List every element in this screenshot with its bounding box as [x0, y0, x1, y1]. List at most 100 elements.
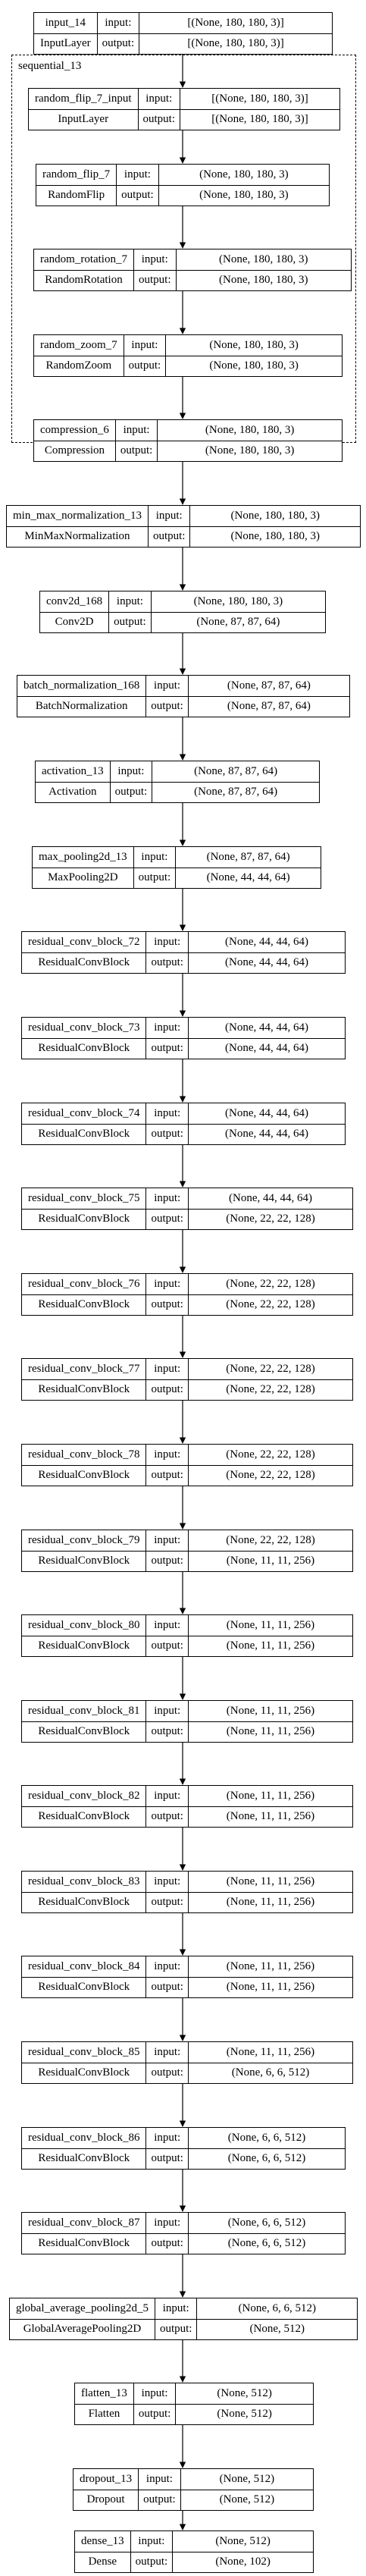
io-label-column: input:output:: [146, 1872, 189, 1912]
layer-class: Activation: [48, 786, 97, 799]
shape-column: (None, 44, 44, 64)(None, 22, 22, 128): [188, 1188, 352, 1229]
shape-column: (None, 87, 87, 64)(None, 44, 44, 64): [176, 847, 321, 888]
layer-class: ResidualConvBlock: [38, 1128, 130, 1141]
input-label: input:: [146, 1701, 188, 1722]
input-shape: (None, 6, 6, 512): [188, 2213, 345, 2234]
input-shape: [(None, 180, 180, 3)]: [180, 89, 339, 110]
layer-name: random_rotation_7: [34, 249, 133, 271]
input-label: input:: [146, 1530, 188, 1552]
io-label-column: input:output:: [146, 2042, 189, 2083]
shape-column: (None, 22, 22, 128)(None, 22, 22, 128): [188, 1274, 352, 1315]
output-shape: (None, 512): [217, 2408, 272, 2421]
layer-class: RandomFlip: [48, 189, 105, 202]
io-label-column: input:output:: [146, 1274, 189, 1315]
layer-class: BatchNormalization: [35, 700, 128, 713]
shape-column: (None, 11, 11, 256)(None, 11, 11, 256): [188, 1786, 352, 1827]
input-label: input:: [146, 1274, 188, 1295]
input-label: input:: [146, 1615, 188, 1636]
shape-column: (None, 180, 180, 3)(None, 180, 180, 3): [190, 506, 360, 547]
input-shape: (None, 180, 180, 3): [176, 249, 351, 271]
layer-name: residual_conv_block_83: [22, 1872, 146, 1893]
input-label: input:: [155, 2298, 197, 2320]
output-label: output:: [128, 359, 161, 372]
layer-class: ResidualConvBlock: [38, 1555, 130, 1567]
shape-column: (None, 22, 22, 128)(None, 22, 22, 128): [188, 1359, 352, 1400]
input-shape: (None, 44, 44, 64): [188, 1018, 345, 1039]
input-label: input:: [110, 761, 152, 783]
output-shape: (None, 44, 44, 64): [225, 1042, 308, 1055]
output-shape: (None, 44, 44, 64): [225, 956, 308, 969]
output-shape: [(None, 180, 180, 3)]: [211, 113, 308, 126]
layer-name: conv2d_168: [40, 591, 109, 613]
output-label: output:: [151, 1469, 183, 1482]
io-label-column: input:output:: [146, 1359, 189, 1400]
io-label-column: input:output:: [146, 1530, 189, 1571]
layer-name: residual_conv_block_76: [22, 1274, 146, 1295]
input-shape: (None, 22, 22, 128): [188, 1530, 352, 1552]
io-label-column: input:output:: [133, 2383, 177, 2424]
layer-class: Flatten: [88, 2408, 120, 2421]
io-label-column: input:output:: [146, 1103, 189, 1144]
output-label: output:: [151, 2152, 183, 2165]
output-label: output:: [151, 1725, 183, 1738]
layer-class: InputLayer: [58, 113, 109, 126]
output-label: output:: [152, 530, 186, 543]
layer-class: ResidualConvBlock: [38, 1810, 130, 1823]
layer-class: ResidualConvBlock: [38, 1981, 130, 1994]
output-shape: (None, 180, 180, 3): [219, 274, 308, 287]
input-label: input:: [124, 335, 166, 356]
layer-name: residual_conv_block_86: [22, 2128, 146, 2149]
input-shape: (None, 11, 11, 256): [188, 1956, 352, 1978]
shape-column: (None, 6, 6, 512)(None, 6, 6, 512): [188, 2213, 345, 2254]
shape-column: (None, 87, 87, 64)(None, 87, 87, 64): [152, 761, 319, 802]
output-label: output:: [102, 37, 135, 50]
input-label: input:: [139, 2469, 180, 2490]
input-label: input:: [148, 506, 190, 527]
layer-name: residual_conv_block_81: [22, 1701, 146, 1722]
output-shape: (None, 22, 22, 128): [226, 1213, 315, 1225]
layer-class: ResidualConvBlock: [38, 1383, 130, 1396]
